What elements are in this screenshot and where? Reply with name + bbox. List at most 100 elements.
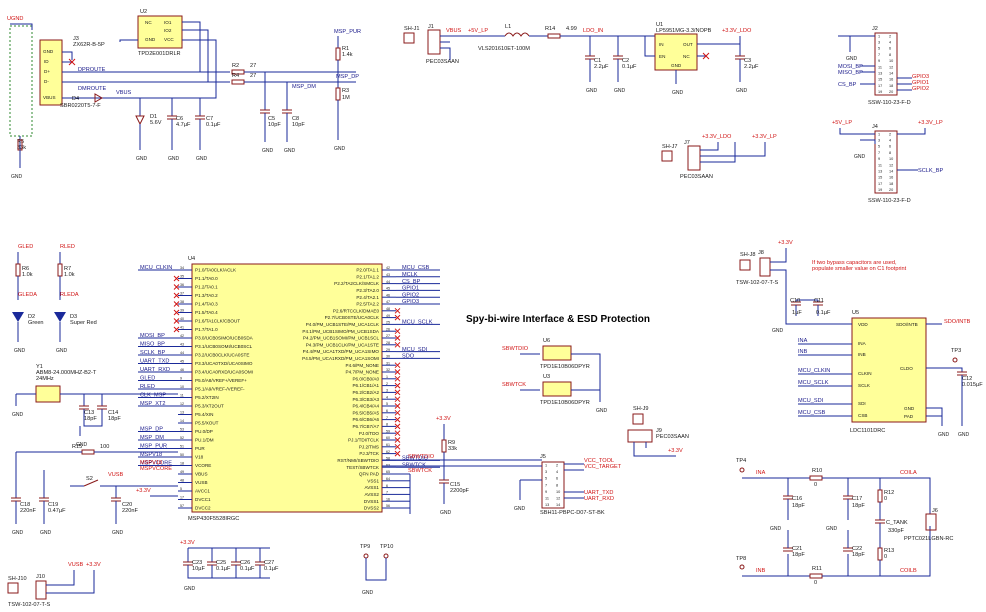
svg-text:R14: R14	[545, 26, 555, 32]
svg-text:SDO/INTB: SDO/INTB	[896, 322, 918, 327]
svg-text:220nF: 220nF	[20, 508, 36, 514]
nc-mark	[394, 314, 401, 321]
svg-text:U4: U4	[188, 256, 195, 262]
nc-mark	[394, 423, 401, 430]
svg-text:Green: Green	[28, 320, 44, 326]
jumper-j9: SH-J9 J9 PEC03SAAN +3.3V	[627, 406, 689, 457]
u4-net-label: MCLK	[402, 272, 418, 278]
header-j4: J4 SSW-110-23-F-D +5V_LP +3.3V_LP SCLK_B…	[832, 120, 943, 204]
u4-pin-label: P6.3/CB3/A3	[352, 397, 379, 402]
u4-pin-label: V18	[195, 455, 204, 460]
svg-text:+3.3V_LDO: +3.3V_LDO	[722, 28, 752, 34]
u4-pin-number: 37	[180, 292, 184, 296]
u4-pin-number: 43	[386, 273, 390, 277]
svg-text:D+: D+	[44, 69, 50, 74]
led-section: GLED RLED R6 1.0k R7 1.0k GLEDA RLEDA D2…	[12, 244, 97, 354]
header-pin-number: 7	[878, 53, 880, 57]
svg-text:GND: GND	[196, 156, 208, 162]
u4-pin-number: 10	[180, 385, 184, 389]
u4-pin-number: 45	[386, 287, 390, 291]
svg-text:GPIO1: GPIO1	[912, 80, 929, 86]
svg-text:UART_TXD: UART_TXD	[584, 490, 613, 496]
svg-text:+3.3V: +3.3V	[180, 540, 195, 546]
header-pin-number: 2	[889, 132, 891, 136]
svg-text:ID: ID	[44, 59, 49, 64]
svg-text:LDC1101DRC: LDC1101DRC	[850, 428, 885, 434]
u4-pin-label: DVSS2	[364, 506, 380, 511]
svg-text:C25: C25	[216, 560, 226, 566]
svg-text:COILA: COILA	[900, 470, 917, 476]
header-pin-number: 14	[889, 170, 893, 174]
svg-text:SBR0220T5-7-F: SBR0220T5-7-F	[60, 103, 101, 109]
u4-net-label: GPIO2	[402, 292, 419, 298]
u4-pin-number: 7	[386, 416, 388, 420]
svg-text:D2: D2	[28, 314, 35, 320]
u4-net-label: GPIO3	[402, 299, 419, 305]
u4-net-label: MCU_CLKIN	[140, 265, 172, 271]
svg-text:C11: C11	[814, 298, 824, 304]
svg-text:GND: GND	[772, 328, 784, 334]
svg-text:1.0k: 1.0k	[22, 272, 33, 278]
nc-mark	[394, 307, 401, 314]
u4-pin-number: 8	[386, 423, 388, 427]
svg-text:GPIO2: GPIO2	[912, 86, 929, 92]
svg-text:MSP_DP: MSP_DP	[336, 74, 359, 80]
u4-pin-number: 35	[180, 275, 184, 279]
header-j2: J2 SSW-110-23-F-D MOSI_BP MISO_BP CS_BP …	[838, 26, 929, 106]
svg-text:2.2µF: 2.2µF	[594, 64, 609, 70]
dproute-label: DPROUTE	[78, 67, 106, 73]
svg-text:GND: GND	[938, 432, 950, 438]
svg-text:MOSI_BP: MOSI_BP	[838, 64, 863, 70]
svg-text:GPIO3: GPIO3	[912, 74, 929, 80]
header-pin-number: 9	[878, 59, 880, 63]
u4-pin-number: 28	[386, 341, 390, 345]
nc-mark	[173, 275, 180, 282]
testpoints-tp9-tp10: TP9 TP10 GND	[360, 544, 393, 596]
u4-pin-number: 26	[386, 327, 390, 331]
svg-text:0.1µF: 0.1µF	[816, 310, 831, 316]
bypass-note: If two bypass capacitors are used, popul…	[812, 260, 907, 272]
u4-pin-number: 59	[386, 429, 390, 433]
svg-text:INB: INB	[756, 568, 766, 574]
header-pin-number: 1	[878, 132, 880, 136]
nc-mark	[394, 443, 401, 450]
svg-text:+5V_LP: +5V_LP	[832, 120, 852, 126]
u4-net-label: MCU_SCLK	[402, 320, 433, 326]
u4-net-label: SCLK_BP	[140, 350, 165, 356]
u4-pin-label: P2.3/TA2.0	[356, 288, 379, 293]
u4-pin-label: AVSS2	[365, 492, 380, 497]
header-pin-number: 3	[878, 139, 880, 143]
svg-text:C6: C6	[176, 116, 183, 122]
svg-text:D-: D-	[44, 79, 49, 84]
nc-mark	[394, 389, 401, 396]
svg-text:18pF: 18pF	[108, 416, 121, 422]
svg-text:GND: GND	[596, 408, 608, 414]
u4-pin-number: 53	[180, 428, 184, 432]
svg-text:C7: C7	[206, 116, 213, 122]
svg-text:S2: S2	[86, 476, 93, 482]
ldo-section: SH-J1 J1 PEC03SAAN VBUS +5V_LP L1 VLS201…	[403, 22, 759, 96]
header-pin-number: 4	[889, 139, 891, 143]
svg-text:TPD1E10B06DPYR: TPD1E10B06DPYR	[540, 400, 590, 406]
u4-pin-number: 31	[386, 361, 390, 365]
svg-text:L1: L1	[505, 24, 511, 30]
header-pin-number: 11	[545, 496, 549, 500]
svg-text:4.99: 4.99	[566, 26, 577, 32]
svg-text:24MHz: 24MHz	[36, 376, 54, 382]
svg-text:GND: GND	[770, 526, 782, 532]
header-pin-number: 7	[878, 151, 880, 155]
svg-text:TP8: TP8	[736, 556, 746, 562]
svg-text:0: 0	[884, 554, 887, 560]
u4-pin-label: P1.3/TA0.2	[195, 293, 218, 298]
nc-mark	[394, 409, 401, 416]
u4-pin-label: P4.1/PM_UCB1SIMO/PM_UCB1SDA	[302, 329, 380, 334]
nc-mark	[394, 396, 401, 403]
u4-net-label: UART_TXD	[140, 359, 169, 365]
svg-text:C16: C16	[792, 496, 802, 502]
u4-pin-label: P6.1/CB1/A1	[352, 383, 379, 388]
svg-text:CS_BP: CS_BP	[838, 82, 857, 88]
svg-text:C2: C2	[622, 58, 629, 64]
svg-text:J7: J7	[684, 140, 690, 146]
svg-text:D1: D1	[150, 114, 157, 120]
